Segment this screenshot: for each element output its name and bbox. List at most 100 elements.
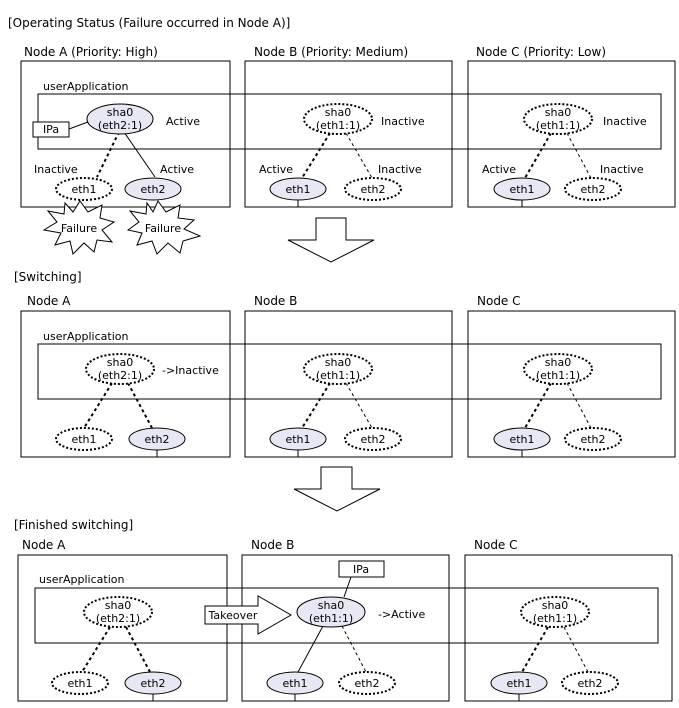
link-sha0-eth2 xyxy=(345,132,373,179)
eth2-nic xyxy=(564,177,622,201)
eth2-nic xyxy=(338,671,396,695)
link-sha0-eth2 xyxy=(345,382,373,429)
eth2-label: eth2 xyxy=(144,433,169,446)
eth1-state: Active xyxy=(482,163,516,176)
sha0-state: ->Inactive xyxy=(162,364,219,377)
sha0-interface xyxy=(303,103,373,135)
eth1-state: Active xyxy=(259,163,293,176)
node-a-box xyxy=(20,310,231,458)
sha0-state: Inactive xyxy=(603,115,647,128)
eth2-nic xyxy=(561,671,619,695)
link-sha0-eth2 xyxy=(566,382,592,429)
sha0-label: sha0 xyxy=(107,106,133,119)
sha0-interface xyxy=(86,103,154,135)
link-sha0-eth2 xyxy=(123,131,156,178)
section-title-finished-switching: [Finished switching] xyxy=(14,518,133,532)
sha0-interface xyxy=(296,596,366,628)
ipa-pointer xyxy=(68,121,89,130)
ipa-box xyxy=(338,560,385,578)
ipa-pointer xyxy=(343,576,352,598)
link-sha0-eth1 xyxy=(524,132,552,179)
eth1-label: eth1 xyxy=(282,677,307,690)
link-sha0-eth1 xyxy=(81,626,111,673)
ipa-label: IPa xyxy=(43,123,59,136)
eth2-nic xyxy=(564,427,622,451)
node-b-label: Node B xyxy=(254,294,297,308)
sha0-sublabel: (eth1:1) xyxy=(316,119,360,132)
node-c-box xyxy=(464,554,673,702)
sha0-state: Inactive xyxy=(381,115,425,128)
down-arrow xyxy=(287,217,375,263)
eth2-label: eth2 xyxy=(354,677,379,690)
sha0-sublabel: (eth2:1) xyxy=(96,612,140,625)
sha0-label: sha0 xyxy=(325,106,351,119)
eth1-label: eth1 xyxy=(506,677,531,690)
sha0-sublabel: (eth1:1) xyxy=(316,369,360,382)
takeover-arrow xyxy=(204,595,293,635)
sha0-sublabel: (eth1:1) xyxy=(533,612,577,625)
node-c-box xyxy=(467,60,676,208)
node-a-label: Node A (Priority: High) xyxy=(24,45,158,59)
failure-burst-eth2 xyxy=(126,200,202,255)
link-sha0-eth1 xyxy=(521,626,549,673)
node-c-label: Node C (Priority: Low) xyxy=(476,45,606,59)
link-sha0-eth1 xyxy=(297,625,324,673)
eth1-label: eth1 xyxy=(67,677,92,690)
section-title-operating-status: [Operating Status (Failure occurred in N… xyxy=(8,16,290,30)
eth2-label: eth2 xyxy=(360,183,385,196)
sha0-label: sha0 xyxy=(318,599,344,612)
down-arrow xyxy=(293,466,381,512)
ipa-label: IPa xyxy=(353,563,369,576)
node-c-box xyxy=(467,310,676,458)
sha0-interface xyxy=(523,103,593,135)
failure-label-eth1: Failure xyxy=(61,222,97,235)
sha0-sublabel: (eth1:1) xyxy=(536,369,580,382)
takeover-label: Takeover xyxy=(208,609,258,622)
sha0-interface xyxy=(520,596,590,628)
node-b-box xyxy=(244,310,453,458)
link-sha0-eth1 xyxy=(301,132,331,179)
node-a-box xyxy=(17,554,228,702)
eth2-label: eth2 xyxy=(577,677,602,690)
eth2-label: eth2 xyxy=(140,183,165,196)
sha0-sublabel: (eth2:1) xyxy=(98,369,142,382)
user-application-box xyxy=(34,587,659,644)
sha0-state: ->Active xyxy=(378,608,425,621)
sha0-interface xyxy=(303,353,373,385)
link-sha0-eth2 xyxy=(127,382,153,429)
node-b-label: Node B (Priority: Medium) xyxy=(254,45,408,59)
link-sha0-eth1 xyxy=(301,382,331,429)
sha0-interface xyxy=(523,353,593,385)
link-sha0-eth2 xyxy=(566,132,592,179)
eth1-nic xyxy=(55,427,113,451)
eth2-state: Active xyxy=(160,163,194,176)
node-a-label: Node A xyxy=(27,294,71,308)
eth1-label: eth1 xyxy=(285,183,310,196)
eth2-label: eth2 xyxy=(360,433,385,446)
sha0-label: sha0 xyxy=(542,599,568,612)
eth2-state: Inactive xyxy=(600,163,644,176)
failure-burst-eth1 xyxy=(42,200,116,255)
eth1-label: eth1 xyxy=(71,183,96,196)
eth1-label: eth1 xyxy=(71,433,96,446)
link-sha0-eth1 xyxy=(524,382,552,429)
sha0-label: sha0 xyxy=(545,356,571,369)
sha0-state: Active xyxy=(166,115,200,128)
eth2-label: eth2 xyxy=(580,183,605,196)
node-c-label: Node C xyxy=(474,538,518,552)
eth1-label: eth1 xyxy=(509,183,534,196)
eth2-label: eth2 xyxy=(580,433,605,446)
node-b-label: Node B xyxy=(251,538,294,552)
sha0-sublabel: (eth1:1) xyxy=(536,119,580,132)
eth1-nic xyxy=(55,177,113,201)
sha0-label: sha0 xyxy=(105,599,131,612)
node-c-label: Node C xyxy=(477,294,521,308)
node-a-box xyxy=(20,60,231,208)
eth2-nic xyxy=(124,177,182,201)
eth1-nic xyxy=(51,671,109,695)
sha0-sublabel: (eth2:1) xyxy=(98,119,142,132)
sha0-label: sha0 xyxy=(107,356,133,369)
link-sha0-eth1 xyxy=(83,382,113,429)
user-application-label: userApplication xyxy=(43,80,128,93)
